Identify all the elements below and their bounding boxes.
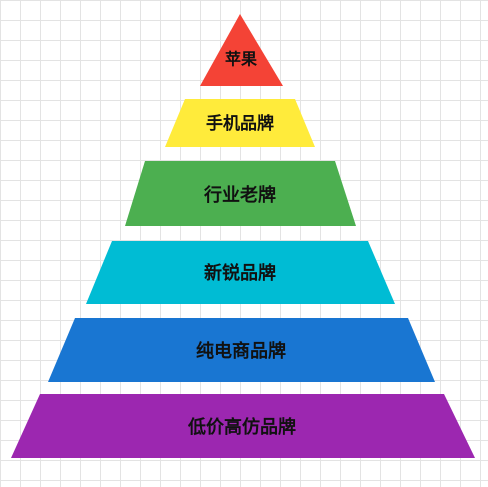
tier-3-shape	[125, 161, 356, 226]
tier-5: 纯电商品牌	[48, 318, 435, 382]
tier-1-label: 苹果	[225, 50, 257, 69]
tier-4: 新锐品牌	[86, 241, 395, 304]
tier-2-shape	[165, 99, 315, 147]
tier-4-shape	[86, 241, 395, 304]
tier-3: 行业老牌	[125, 161, 356, 226]
tier-6-label: 低价高仿品牌	[187, 416, 296, 438]
tier-5-shape	[48, 318, 435, 382]
tier-1-shape	[200, 14, 283, 86]
tier-1: 苹果	[200, 14, 283, 86]
tier-3-label: 行业老牌	[203, 184, 276, 206]
tier-4-label: 新锐品牌	[204, 262, 276, 284]
tier-5-label: 纯电商品牌	[196, 340, 286, 362]
tier-2: 手机品牌	[165, 99, 315, 147]
tier-6-shape	[11, 394, 475, 458]
tier-6: 低价高仿品牌	[11, 394, 475, 458]
tier-2-label: 手机品牌	[206, 113, 274, 134]
